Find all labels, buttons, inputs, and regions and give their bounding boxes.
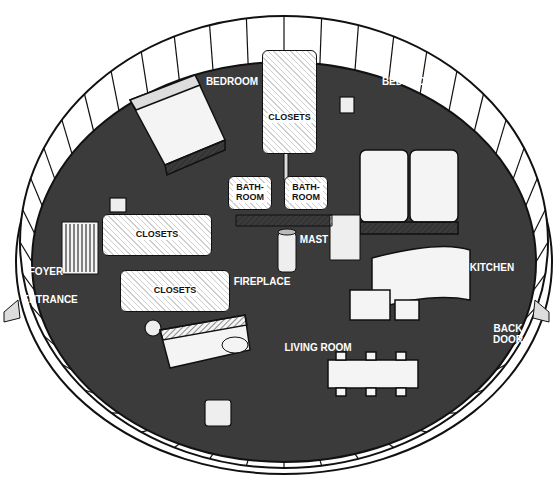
window-wall <box>20 16 548 468</box>
room-label: BACK DOOR <box>485 323 531 346</box>
mullion <box>210 25 213 70</box>
dresser <box>330 215 360 260</box>
rib <box>74 224 75 272</box>
mullion <box>355 25 358 70</box>
bed <box>360 150 458 234</box>
room-label: BEDROOM <box>382 76 434 88</box>
mullion <box>20 242 32 262</box>
mullion <box>513 148 524 179</box>
mullion <box>62 120 72 154</box>
rib <box>78 224 79 272</box>
window-mullions <box>20 16 548 468</box>
mullion <box>85 94 94 131</box>
mullion <box>246 18 248 64</box>
room-label: BATH- ROOM <box>289 183 323 203</box>
closet-box: CLOSETS <box>102 214 212 256</box>
rim-post <box>533 300 549 322</box>
dining-table <box>328 352 418 396</box>
mullion <box>23 210 35 234</box>
mullion <box>533 210 545 234</box>
rib <box>94 224 95 272</box>
bathroom-box: BATH- ROOM <box>228 176 272 210</box>
foyer-ribs <box>62 222 98 274</box>
kitchen-counter <box>350 246 470 320</box>
room-label: ENTRANCE <box>22 294 78 306</box>
mast <box>278 232 296 272</box>
room-label: LIVING ROOM <box>284 342 351 354</box>
closet-box: CLOSETS <box>262 50 317 154</box>
sofa <box>160 315 250 368</box>
bathroom-box: BATH- ROOM <box>284 176 328 210</box>
rib <box>86 224 87 272</box>
room-label: FOYER <box>29 266 63 278</box>
room-label: CLOSETS <box>135 230 180 240</box>
rib <box>90 224 91 272</box>
partition <box>236 215 332 226</box>
mullion <box>449 71 457 111</box>
room-label: MAST <box>300 234 328 246</box>
room-label: BATH- ROOM <box>233 183 267 203</box>
mullion <box>44 148 55 179</box>
mullion <box>141 52 148 94</box>
mullion <box>320 18 322 64</box>
bed <box>130 75 225 175</box>
mullion <box>389 36 394 80</box>
rim-post <box>4 300 20 322</box>
mullion <box>474 94 483 131</box>
mullion <box>174 36 179 80</box>
room-label: KITCHEN <box>470 262 514 274</box>
table <box>222 337 248 353</box>
mullion <box>111 71 119 111</box>
room-label: CLOSETS <box>153 286 198 296</box>
rib <box>66 224 67 272</box>
mullion <box>526 178 538 205</box>
mullion <box>420 52 427 94</box>
floor <box>32 62 536 462</box>
rib <box>82 224 83 272</box>
chair <box>110 97 354 426</box>
mullion <box>31 178 43 205</box>
room-label: BEDROOM <box>206 76 258 88</box>
rib <box>70 224 71 272</box>
mullion <box>496 120 506 154</box>
closet-box: CLOSETS <box>120 270 230 312</box>
mullion <box>536 242 548 262</box>
room-label: CLOSETS <box>267 113 312 123</box>
room-label: FIREPLACE <box>234 276 291 288</box>
